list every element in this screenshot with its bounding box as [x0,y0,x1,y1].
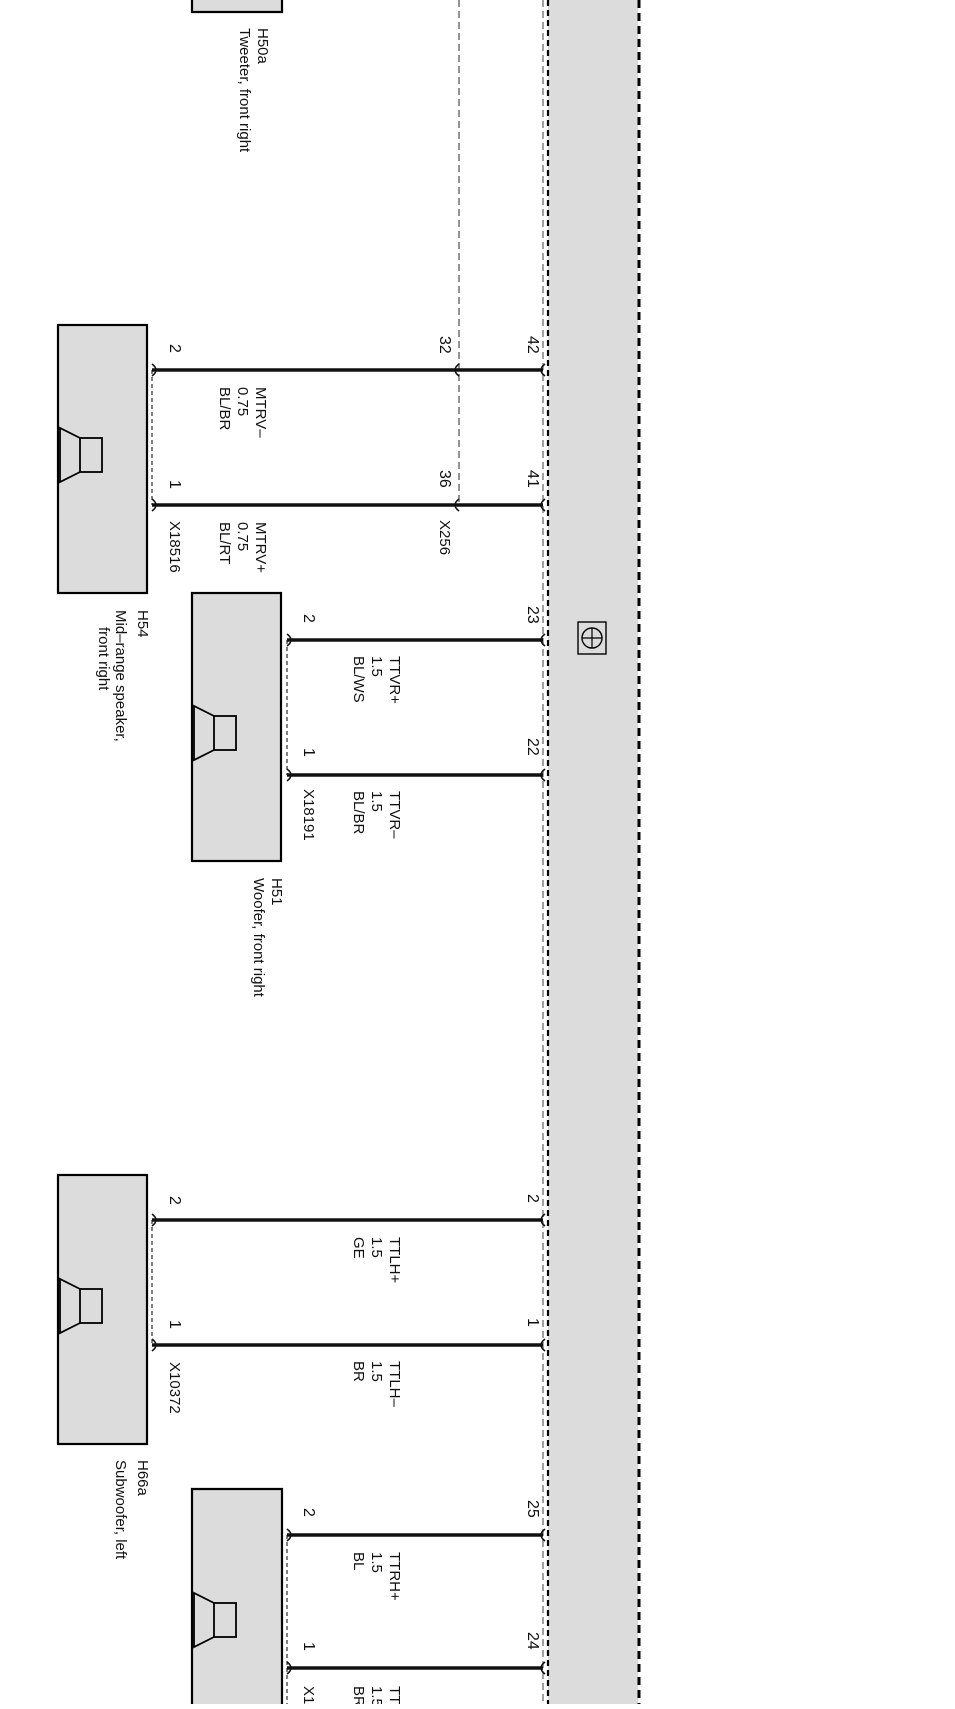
component-bottom [190,1487,288,1709]
component-name: Mid–range speaker, front right [95,610,129,742]
wire-label: MTRV– 0.75 BL/BR [216,387,269,438]
wire-label: TTVR+ 1.5 BL/WS [350,656,403,704]
connector-id: X18516 [166,521,183,573]
connector-id: X1 [300,1686,317,1704]
speaker-pin-number: 1 [300,1642,317,1651]
wire-name: TT [386,1686,403,1704]
speaker-icon [59,1277,103,1335]
wire-size: 1.5 [368,1552,385,1573]
component-name: Woofer, front right [250,878,267,998]
wire-name: TTLH– [386,1361,403,1408]
wire-color: BL/BR [216,387,233,431]
plug-pin-number: 36 [436,470,453,488]
amp-pin-number: 42 [524,336,541,354]
wire-label: TTLH+ 1.5 GE [350,1237,403,1284]
terminal-hooks [151,363,546,1675]
wire-name: TTRH+ [386,1552,403,1601]
amp-pin-number: 24 [524,1632,541,1650]
component-name-line-1: Mid–range speaker, [112,610,129,742]
wire-label: TTVR– 1.5 BL/BR [350,791,403,839]
speaker-pin-number: 1 [166,1320,183,1329]
speaker-icon [193,704,237,762]
speaker-icon [59,426,103,484]
wire-size: 0.75 [234,387,251,416]
wire-color: BL/BR [350,791,367,835]
plug-pin-number: 32 [436,336,453,354]
wire-size: 1.5 [368,656,385,677]
speaker-pin-number: 2 [300,1508,317,1517]
connector-id: X18191 [300,789,317,841]
wire-color: BL/RT [216,522,233,564]
wire-color: BR [350,1361,367,1382]
wire-color: BL [350,1552,367,1570]
wire-label: TTRH+ 1.5 BL [350,1552,403,1601]
wire-size: 1.5 [368,1686,385,1704]
wire-name: TTVR+ [386,656,403,704]
speaker-pin-number: 2 [300,614,317,623]
wire-color: BL/WS [350,656,367,703]
amp-pin-number: 2 [524,1194,541,1203]
component-name: Tweeter, front right [236,28,253,153]
amp-pin-number: 25 [524,1500,541,1518]
bmw-roundel-icon [577,621,607,655]
component-id: H51 [268,878,285,906]
wire-label: TTLH– 1.5 BR [350,1361,403,1408]
component-id: H54 [134,610,151,638]
component-id: H50a [254,28,271,65]
wire-size: 1.5 [368,791,385,812]
speaker-pin-number: 2 [166,344,183,353]
component-h50a [190,0,284,14]
component-h51 [190,591,288,863]
wire-label: MTRV+ 0.75 BL/RT [216,522,269,573]
component-h66a [56,1173,153,1446]
amp-pin-number: 1 [524,1318,541,1327]
connector-id: X10372 [166,1362,183,1414]
wire-label: TT 1.5 BR [350,1686,403,1707]
wire-color: BR [350,1686,367,1704]
wire-size: 1.5 [368,1237,385,1258]
speaker-icon [193,1591,237,1649]
speaker-pin-number: 2 [166,1196,183,1205]
speaker-pin-number: 1 [166,480,183,489]
wire-name: MTRV– [252,387,269,438]
component-id: H66a [134,1460,151,1497]
component-name-line-2: front right [95,627,112,691]
component-h54 [56,323,153,595]
component-name: Subwoofer, left [112,1460,129,1560]
speaker-pin-number: 1 [300,748,317,757]
amp-pin-number: 22 [524,738,541,756]
amplifier-module [548,0,638,1709]
wire-name: TTLH+ [386,1237,403,1284]
wire-name: MTRV+ [252,522,269,573]
amp-pin-number: 41 [524,470,541,488]
wire-color: GE [350,1237,367,1259]
wire-size: 0.75 [234,522,251,551]
wire-size: 1.5 [368,1361,385,1382]
plug-id: X256 [436,520,453,555]
amp-pin-number: 23 [524,606,541,624]
wire-name: TTVR– [386,791,403,839]
